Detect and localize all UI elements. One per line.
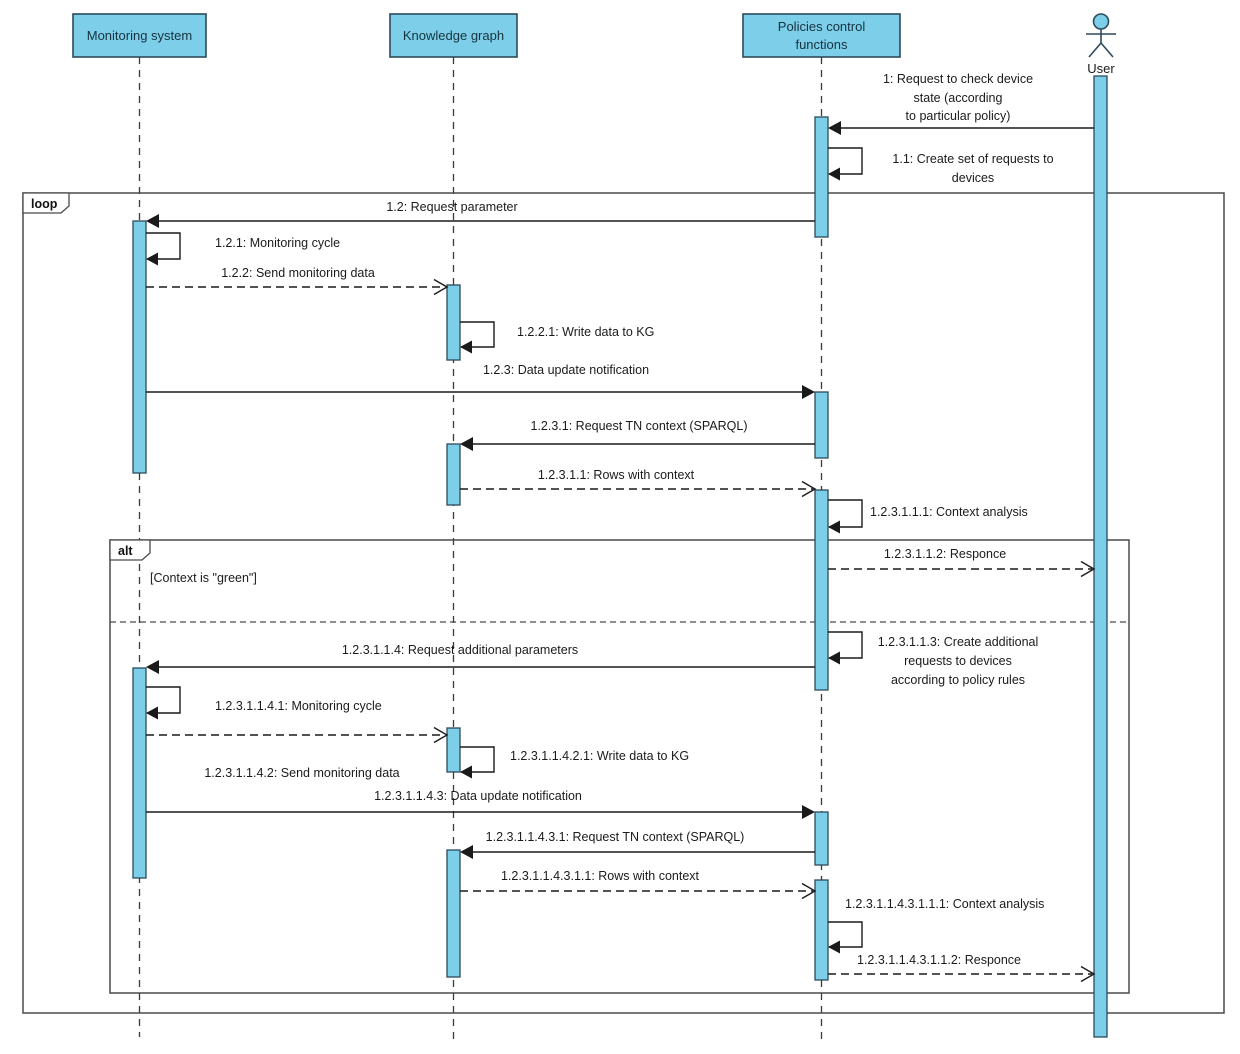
actor-figure-part — [1092, 13, 1110, 30]
actor-box-knowledge-graph — [389, 13, 518, 58]
activation-bar-policies-control-functions — [814, 391, 829, 459]
message-1.2.3-label: 1.2.3: Data update notification — [483, 363, 649, 377]
message-1.2-label: 1.2: Request parameter — [386, 200, 517, 214]
message-1.2.3-arrowhead — [802, 385, 815, 399]
activation-bar-monitoring-system — [132, 667, 147, 879]
message-1.2.3.1-label: 1.2.3.1: Request TN context (SPARQL) — [531, 419, 748, 433]
activation-bar-knowledge-graph — [446, 727, 461, 773]
message-1.1-label: devices — [952, 171, 994, 185]
message-1.2.3.1.1-arrowhead — [801, 480, 817, 498]
message-1.2.3.1.1.4.1-label: 1.2.3.1.1.4.1: Monitoring cycle — [215, 699, 382, 713]
message-1-label: 1: Request to check device — [883, 72, 1033, 86]
message-1.2.3.1.1.4-arrowhead — [146, 660, 159, 674]
message-1.2.3.1.1.4.3.1-label: 1.2.3.1.1.4.3.1: Request TN context (SPA… — [486, 830, 745, 844]
message-1.2.3.1.1.4-label: 1.2.3.1.1.4: Request additional paramete… — [342, 643, 578, 657]
message-1.2.3.1.1.1-line — [828, 499, 863, 528]
message-1.2.3.1.1.2-label: 1.2.3.1.1.2: Responce — [884, 547, 1006, 561]
message-1.2.3.1-arrowhead — [460, 437, 473, 451]
frame-alt — [109, 539, 1130, 994]
message-1.2.3.1.1.4.2-label: 1.2.3.1.1.4.2: Send monitoring data — [204, 766, 399, 780]
frame-loop — [22, 192, 1225, 1014]
message-1.2.3.1.1.4.3-arrowhead — [802, 805, 815, 819]
frame-alt-label: alt — [118, 544, 133, 558]
message-1.2.3.1.1.3-label: according to policy rules — [891, 673, 1025, 687]
message-1.2-arrowhead — [146, 214, 159, 228]
message-1.2.2.1-arrowhead — [460, 340, 472, 354]
message-1-arrowhead — [828, 121, 841, 135]
message-1.2.3.1.1.4.3.1.1.2-label: 1.2.3.1.1.4.3.1.1.2: Responce — [857, 953, 1021, 967]
message-1.2.3.1.1.4.2.1-arrowhead — [460, 765, 472, 779]
message-1.2.3.1.1.4.3.1.1.1-line — [828, 921, 863, 948]
activation-bar-monitoring-system — [132, 220, 147, 474]
message-1.2.3.1.1.4.3.1.1.1-arrowhead — [828, 940, 840, 954]
frame-loop-tab — [22, 192, 70, 214]
message-1.2.3.1.1.3-label: 1.2.3.1.1.3: Create additional — [878, 635, 1039, 649]
activation-bar-user — [1093, 75, 1108, 1038]
frame-alt-tab — [109, 539, 151, 561]
actor-figure-user — [1086, 13, 1116, 58]
message-1.2.3.1.1.4.3.1.1-arrowhead — [801, 882, 817, 900]
activation-bar-knowledge-graph — [446, 284, 461, 361]
message-1.2.3.1.1.4.3.1.1.1-label: 1.2.3.1.1.4.3.1.1.1: Context analysis — [845, 897, 1044, 911]
message-1.2.3.1.1.4.3.1.1.2-arrowhead — [1080, 965, 1096, 983]
message-1.2.3.1.1.4.2-arrowhead — [433, 726, 449, 744]
message-1.2.3.1.1.4.3.1-arrowhead — [460, 845, 473, 859]
activation-bar-policies-control-functions — [814, 879, 829, 981]
message-1.1-label: 1.1: Create set of requests to — [892, 152, 1053, 166]
activation-bar-policies-control-functions — [814, 116, 829, 238]
actor-box-monitoring-system — [72, 13, 207, 58]
activation-bar-knowledge-graph — [446, 849, 461, 978]
activation-bar-policies-control-functions — [814, 811, 829, 866]
message-1.2.3.1.1.4.2.1-line — [460, 746, 495, 773]
message-1.2.3.1.1.4.2.1-label: 1.2.3.1.1.4.2.1: Write data to KG — [510, 749, 689, 763]
message-1.2.2.1-line — [460, 321, 495, 348]
frame-alt-guard: [Context is "green"] — [150, 571, 257, 585]
message-1.2.3.1.1.1-label: 1.2.3.1.1.1: Context analysis — [870, 505, 1028, 519]
message-1.2.3.1.1.4.3-label: 1.2.3.1.1.4.3: Data update notification — [374, 789, 582, 803]
message-1-label: to particular policy) — [906, 109, 1011, 123]
message-1.2.3.1.1.4.1-arrowhead — [146, 706, 158, 720]
message-1.2.3.1.1.4.1-line — [146, 686, 181, 714]
message-1.2.1-label: 1.2.1: Monitoring cycle — [215, 236, 340, 250]
activation-bar-policies-control-functions — [814, 489, 829, 691]
actor-label-policies-control-functions: Policies control — [778, 19, 866, 34]
message-1.2.2-label: 1.2.2: Send monitoring data — [221, 266, 375, 280]
actor-figure-part — [1100, 42, 1114, 58]
actor-label-monitoring-system: Monitoring system — [87, 28, 192, 43]
message-1.2.2.1-label: 1.2.2.1: Write data to KG — [517, 325, 654, 339]
message-1.2.3.1.1.1-arrowhead — [828, 520, 840, 534]
message-1.2.3.1.1.3-arrowhead — [828, 651, 840, 665]
actor-label-knowledge-graph: Knowledge graph — [403, 28, 504, 43]
actor-figure-part — [1088, 42, 1102, 58]
message-1-label: state (according — [914, 91, 1003, 105]
message-1.2.3.1.1.4.3.1.1-label: 1.2.3.1.1.4.3.1.1: Rows with context — [501, 869, 700, 883]
actor-box-policies-control-functions — [742, 13, 901, 58]
message-1.2.3.1.1.3-line — [828, 631, 863, 659]
message-1.2.3.1.1-label: 1.2.3.1.1: Rows with context — [538, 468, 695, 482]
actor-label-user: User — [1087, 61, 1115, 76]
frame-loop-label: loop — [31, 197, 58, 211]
message-1.2.2-arrowhead — [433, 278, 449, 296]
message-1.1-arrowhead — [828, 167, 840, 181]
message-1.2.1-line — [146, 232, 181, 260]
actor-label-policies-control-functions: functions — [795, 37, 848, 52]
message-1.2.1-arrowhead — [146, 252, 158, 266]
message-1.2.3.1.1.3-label: requests to devices — [904, 654, 1012, 668]
message-1.2.3.1.1.2-arrowhead — [1080, 560, 1096, 578]
activation-bar-knowledge-graph — [446, 443, 461, 506]
message-1.1-line — [828, 147, 863, 175]
